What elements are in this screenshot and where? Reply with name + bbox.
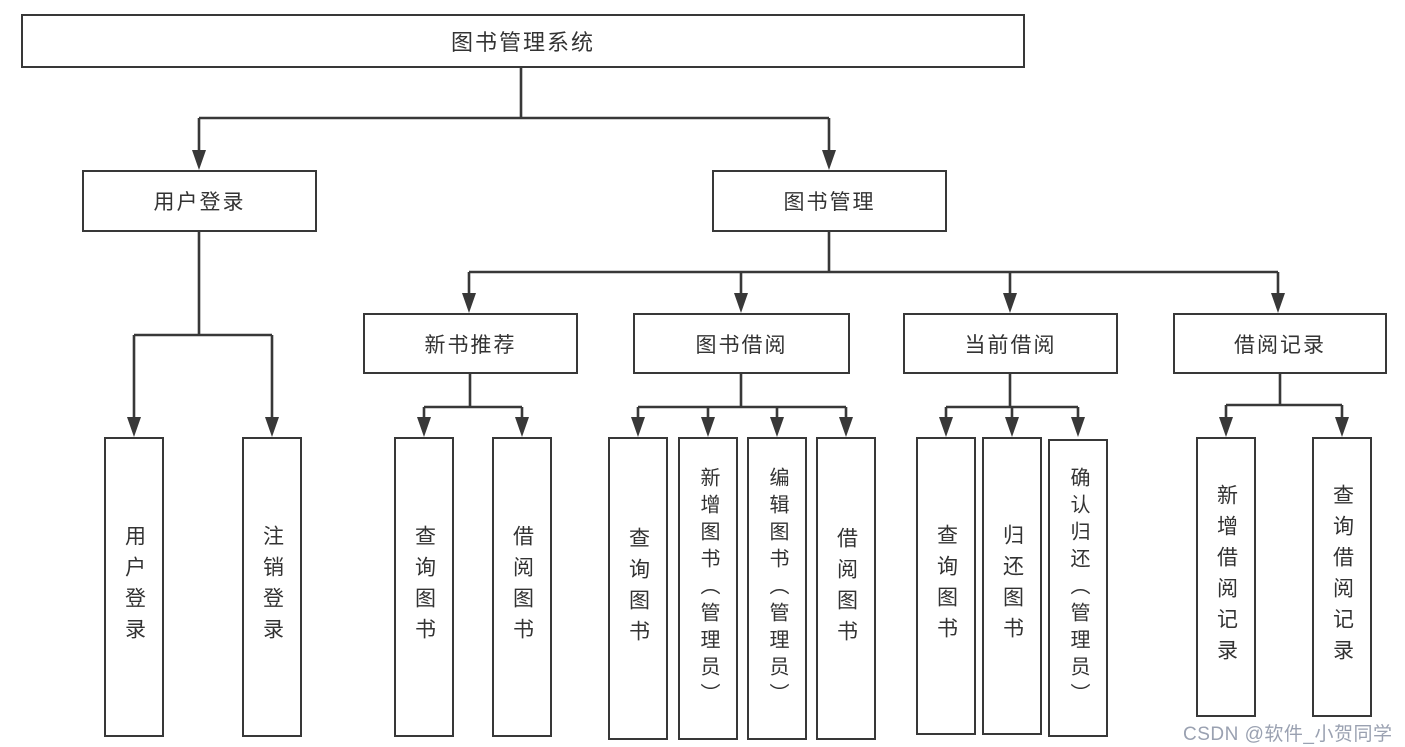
leaf-borrow-book-label: 借阅图书 <box>834 526 858 651</box>
node-root: 图书管理系统 <box>21 14 1025 68</box>
leaf-newbook-borrow-book-label: 借阅图书 <box>510 525 534 649</box>
leaf-current-query-book-label: 查询图书 <box>934 524 958 648</box>
node-new-book-recommend-label: 新书推荐 <box>424 333 517 357</box>
node-current-borrow-label: 当前借阅 <box>964 333 1057 357</box>
node-book-borrow: 图书借阅 <box>633 313 850 374</box>
leaf-newbook-borrow-book: 借阅图书 <box>492 437 552 737</box>
leaf-borrow-query-book-label: 查询图书 <box>626 526 650 651</box>
leaf-current-query-book: 查询图书 <box>916 437 976 735</box>
node-book-management-label: 图书管理 <box>783 191 876 214</box>
leaf-logout-label: 注销登录 <box>260 525 284 649</box>
leaf-confirm-return-admin: 确认归还（管理员） <box>1048 439 1108 737</box>
node-borrow-records: 借阅记录 <box>1173 313 1387 374</box>
leaf-return-book-label: 归还图书 <box>1000 524 1024 648</box>
leaf-logout: 注销登录 <box>242 437 302 737</box>
leaf-newbook-query-book: 查询图书 <box>394 437 454 737</box>
leaf-user-login: 用户登录 <box>104 437 164 737</box>
node-book-management: 图书管理 <box>712 170 947 232</box>
leaf-add-book-admin-label: 新增图书（管理员） <box>697 467 719 710</box>
leaf-add-book-admin: 新增图书（管理员） <box>678 437 738 740</box>
arrowheads <box>127 150 1349 437</box>
leaf-add-borrow-record-label: 新增借阅记录 <box>1214 484 1238 670</box>
node-user-login-label: 用户登录 <box>153 191 246 214</box>
node-root-label: 图书管理系统 <box>450 30 595 55</box>
node-current-borrow: 当前借阅 <box>903 313 1118 374</box>
node-borrow-records-label: 借阅记录 <box>1234 333 1326 357</box>
watermark: CSDN @软件_小贺同学 <box>1183 724 1393 745</box>
node-book-borrow-label: 图书借阅 <box>695 333 788 357</box>
leaf-add-borrow-record: 新增借阅记录 <box>1196 437 1256 717</box>
leaf-borrow-book: 借阅图书 <box>816 437 876 740</box>
leaf-user-login-label: 用户登录 <box>122 525 146 649</box>
leaf-borrow-query-book: 查询图书 <box>608 437 668 740</box>
leaf-return-book: 归还图书 <box>982 437 1042 735</box>
node-new-book-recommend: 新书推荐 <box>363 313 578 374</box>
leaf-query-borrow-record-label: 查询借阅记录 <box>1330 484 1354 670</box>
leaf-query-borrow-record: 查询借阅记录 <box>1312 437 1372 717</box>
leaf-edit-book-admin: 编辑图书（管理员） <box>747 437 807 740</box>
leaf-edit-book-admin-label: 编辑图书（管理员） <box>766 467 788 710</box>
leaf-newbook-query-book-label: 查询图书 <box>412 525 436 649</box>
node-user-login: 用户登录 <box>82 170 317 232</box>
leaf-confirm-return-admin-label: 确认归还（管理员） <box>1067 466 1089 710</box>
